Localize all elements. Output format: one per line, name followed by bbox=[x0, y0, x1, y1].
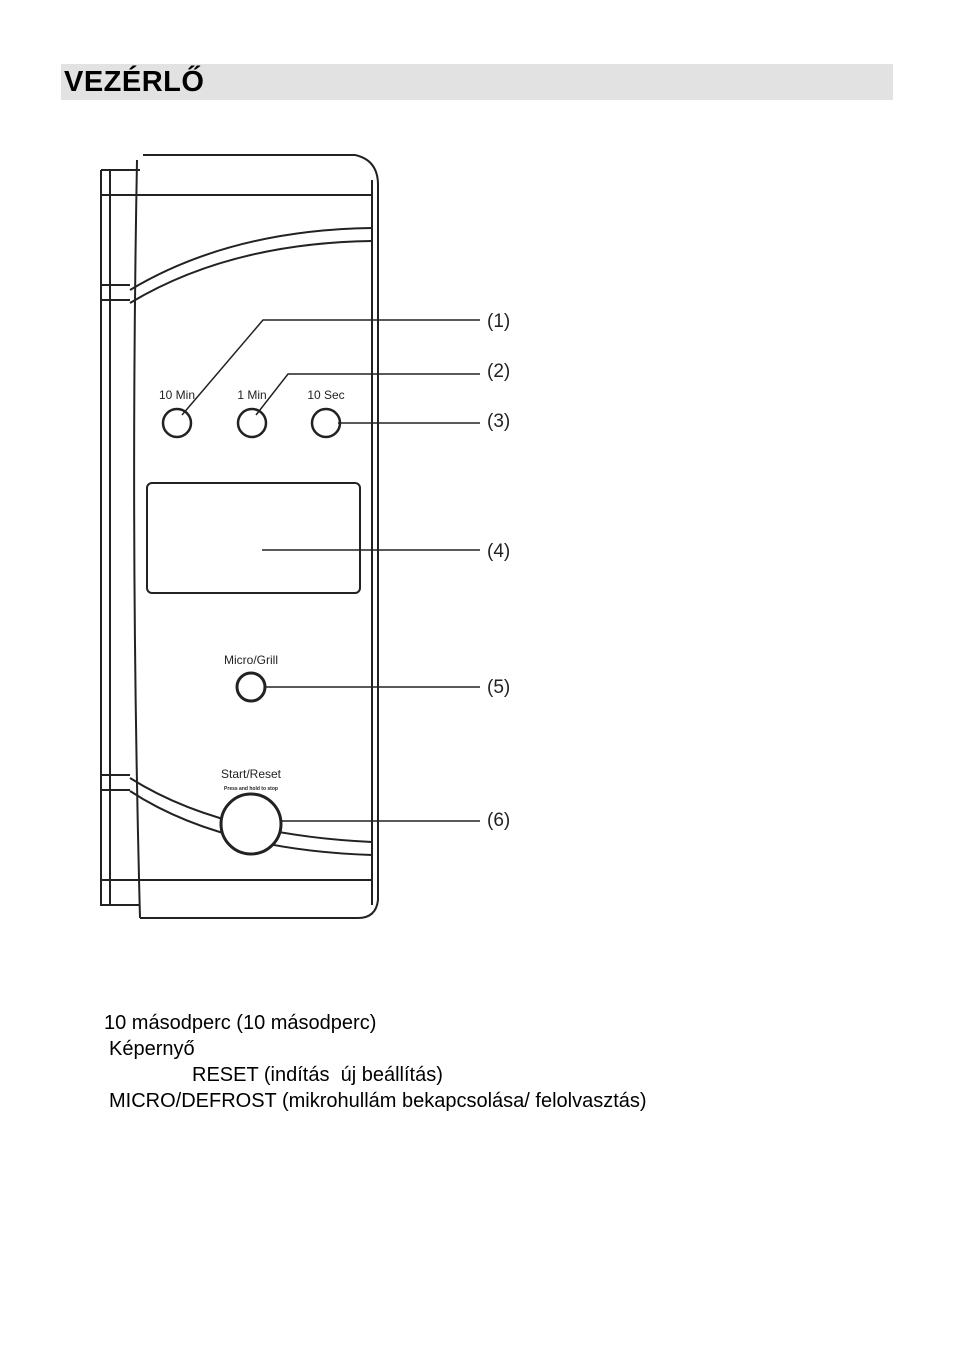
section-title-bar: VEZÉRLŐ bbox=[61, 64, 893, 100]
legend-item-micro-defrost: MICRO/DEFROST (mikrohullám bekapcsolása/… bbox=[109, 1090, 647, 1112]
callout-4: (4) bbox=[487, 541, 510, 562]
ten-min-label: 10 Min bbox=[159, 388, 195, 402]
callout-leader-lines bbox=[181, 319, 480, 822]
panel-body bbox=[129, 154, 379, 919]
start-reset-button[interactable] bbox=[219, 792, 283, 856]
start-reset-label: Start/Reset bbox=[221, 767, 282, 781]
control-panel-diagram: 10 Min 1 Min 10 Sec Micro/Grill Start/Re… bbox=[100, 154, 510, 919]
display-window bbox=[146, 482, 361, 594]
micro-grill-label: Micro/Grill bbox=[224, 653, 278, 667]
ten-sec-label: 10 Sec bbox=[307, 388, 344, 402]
one-min-button[interactable] bbox=[236, 407, 268, 439]
legend-item-10-sec: 10 másodperc (10 másodperc) bbox=[104, 1012, 377, 1034]
callout-1: (1) bbox=[487, 311, 510, 332]
ten-min-button[interactable] bbox=[161, 407, 193, 439]
callout-2: (2) bbox=[487, 361, 510, 382]
callout-5: (5) bbox=[487, 677, 510, 698]
legend-item-display: Képernyő bbox=[109, 1038, 195, 1060]
start-reset-sublabel: Press and hold to stop bbox=[224, 786, 278, 792]
callout-6: (6) bbox=[487, 810, 510, 831]
one-min-label: 1 Min bbox=[237, 388, 266, 402]
legend-item-reset: RESET (indítás új beállítás) bbox=[192, 1064, 443, 1086]
micro-grill-button[interactable] bbox=[235, 671, 267, 703]
panel-side-strip bbox=[100, 169, 140, 906]
page-title: VEZÉRLŐ bbox=[64, 66, 205, 98]
ten-sec-button[interactable] bbox=[310, 407, 342, 439]
callout-3: (3) bbox=[487, 411, 510, 432]
